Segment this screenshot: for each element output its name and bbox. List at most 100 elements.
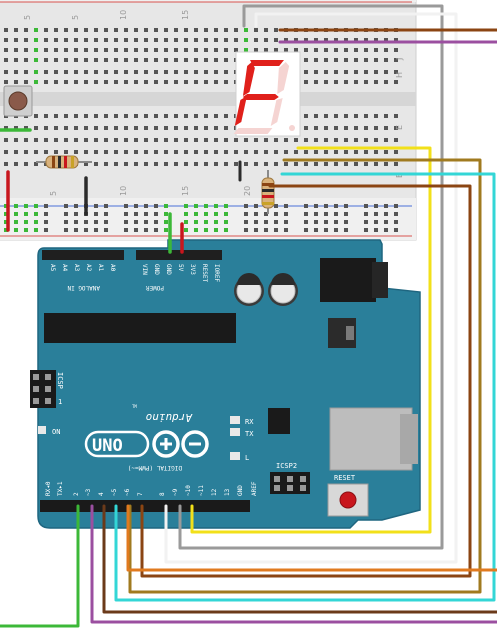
breadboard-rail-hole bbox=[304, 220, 308, 224]
breadboard-hole bbox=[154, 138, 158, 142]
breadboard-rail-hole bbox=[344, 204, 348, 208]
breadboard-hole bbox=[174, 80, 178, 84]
breadboard-rail-hole bbox=[74, 212, 78, 216]
wire-purple-bottom[interactable] bbox=[90, 504, 497, 624]
breadboard-hole bbox=[64, 48, 68, 52]
breadboard-hole bbox=[14, 150, 18, 154]
dc-jack-body bbox=[320, 258, 376, 302]
breadboard-rail-hole bbox=[384, 228, 388, 232]
breadboard-hole bbox=[344, 58, 348, 62]
breadboard-rail-hole bbox=[344, 212, 348, 216]
breadboard-hole bbox=[384, 114, 388, 118]
breadboard-hole bbox=[214, 38, 218, 42]
breadboard-hole bbox=[104, 48, 108, 52]
breadboard-hole bbox=[144, 28, 148, 32]
col-number: 5 bbox=[23, 15, 32, 20]
power-label: POWER bbox=[146, 284, 164, 291]
breadboard-hole bbox=[334, 126, 338, 130]
breadboard-hole bbox=[364, 126, 368, 130]
breadboard-hole bbox=[374, 162, 378, 166]
reset-label: RESET bbox=[334, 474, 356, 482]
breadboard-rail-hole bbox=[104, 212, 108, 216]
breadboard-rail-hole bbox=[164, 204, 168, 208]
breadboard-rail-hole bbox=[144, 220, 148, 224]
wire-cyan[interactable] bbox=[114, 172, 496, 602]
breadboard-rail-hole bbox=[154, 212, 158, 216]
breadboard-hole bbox=[314, 138, 318, 142]
pin-label-reset: RESET bbox=[201, 264, 208, 282]
wire-yellow[interactable] bbox=[190, 146, 432, 534]
breadboard-hole bbox=[44, 126, 48, 130]
wire-orange[interactable] bbox=[126, 504, 497, 572]
breadboard-hole bbox=[94, 48, 98, 52]
breadboard-rail-hole bbox=[164, 228, 168, 232]
breadboard-hole bbox=[374, 38, 378, 42]
breadboard-hole bbox=[304, 70, 308, 74]
wire-white-top[interactable] bbox=[164, 12, 458, 564]
breadboard-hole bbox=[24, 126, 28, 130]
breadboard-hole bbox=[154, 48, 158, 52]
breadboard-rail-hole bbox=[104, 228, 108, 232]
breadboard-hole bbox=[124, 70, 128, 74]
breadboard-hole bbox=[84, 114, 88, 118]
reset-button[interactable] bbox=[327, 483, 369, 517]
analog-pin-labels: A5 A4 A3 A2 A1 A0 bbox=[49, 264, 116, 272]
breadboard-hole bbox=[24, 80, 28, 84]
breadboard-hole bbox=[134, 70, 138, 74]
breadboard-hole bbox=[194, 162, 198, 166]
reset-button-cap[interactable] bbox=[339, 491, 357, 509]
breadboard-hole bbox=[14, 70, 18, 74]
breadboard-hole bbox=[34, 138, 38, 142]
breadboard-hole bbox=[124, 126, 128, 130]
display-segments bbox=[233, 60, 290, 134]
breadboard-rail-hole bbox=[214, 228, 218, 232]
breadboard-rail-hole bbox=[224, 220, 228, 224]
breadboard-hole bbox=[234, 38, 238, 42]
pin-label-d12: 12 bbox=[211, 488, 218, 496]
breadboard-hole bbox=[264, 162, 268, 166]
breadboard-rail-hole bbox=[134, 204, 138, 208]
breadboard-hole bbox=[94, 28, 98, 32]
breadboard-hole bbox=[14, 138, 18, 142]
pin-label-d0: RX◂0 bbox=[45, 481, 52, 496]
breadboard-rail-hole bbox=[134, 228, 138, 232]
breadboard-hole bbox=[214, 114, 218, 118]
wire-gray-top[interactable] bbox=[178, 4, 444, 550]
wire-brown-right[interactable] bbox=[140, 184, 472, 578]
breadboard-hole bbox=[224, 150, 228, 154]
pushbutton-cap bbox=[8, 91, 28, 111]
wire-dark-brown[interactable] bbox=[102, 504, 497, 614]
breadboard-hole bbox=[114, 70, 118, 74]
breadboard-hole bbox=[144, 58, 148, 62]
breadboard-rail-hole bbox=[364, 204, 368, 208]
wire-olive[interactable] bbox=[128, 158, 482, 594]
breadboard-hole bbox=[34, 28, 38, 32]
breadboard-hole bbox=[134, 58, 138, 62]
col-number: 5 bbox=[49, 191, 58, 196]
breadboard-hole bbox=[74, 150, 78, 154]
breadboard-hole bbox=[154, 150, 158, 154]
pin-label-d10: ~10 bbox=[185, 485, 192, 496]
tx-led-label: TX bbox=[245, 430, 254, 438]
col-number: 10 bbox=[119, 186, 128, 196]
breadboard-hole bbox=[334, 58, 338, 62]
pin-label-d11: ~11 bbox=[198, 485, 205, 496]
wire-green-bottom[interactable] bbox=[0, 504, 80, 628]
usb-chip bbox=[268, 408, 290, 434]
breadboard-rail-hole bbox=[264, 212, 268, 216]
breadboard-hole bbox=[74, 28, 78, 32]
breadboard-hole bbox=[94, 138, 98, 142]
breadboard-hole bbox=[244, 138, 248, 142]
breadboard-hole bbox=[234, 162, 238, 166]
pin-label-d1: TX▸1 bbox=[57, 481, 64, 496]
voltage-regulator bbox=[328, 318, 356, 348]
breadboard-rail-hole bbox=[144, 212, 148, 216]
breadboard-hole bbox=[224, 70, 228, 74]
breadboard-hole bbox=[54, 38, 58, 42]
breadboard-hole bbox=[324, 150, 328, 154]
breadboard-hole bbox=[244, 150, 248, 154]
breadboard-rail-hole bbox=[94, 220, 98, 224]
breadboard-hole bbox=[64, 28, 68, 32]
breadboard-hole bbox=[334, 48, 338, 52]
breadboard-rail-hole bbox=[224, 212, 228, 216]
